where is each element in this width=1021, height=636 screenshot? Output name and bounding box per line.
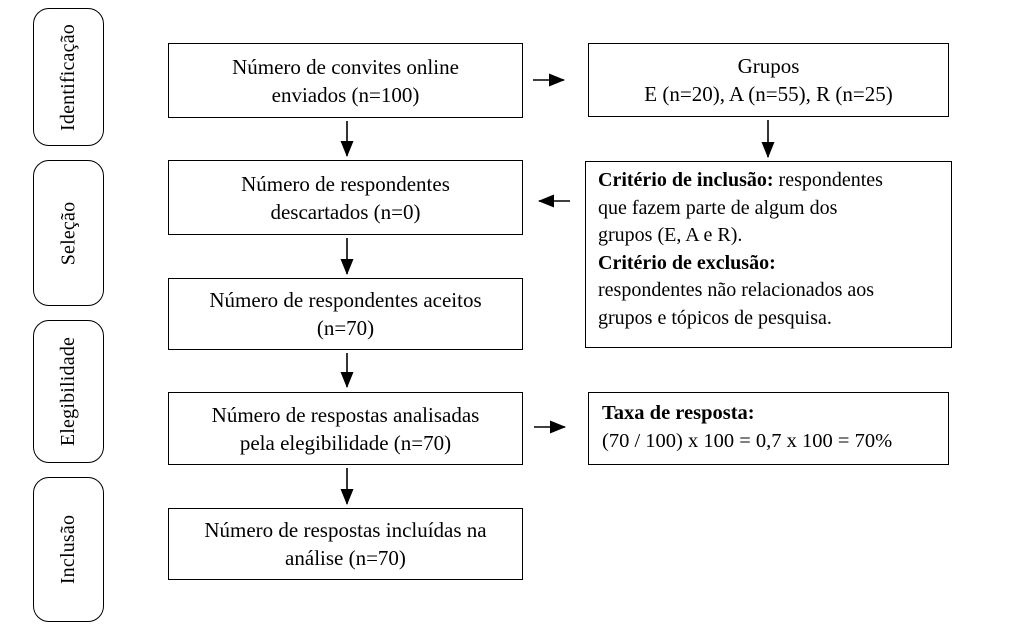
stage-elegibilidade: Elegibilidade [33, 320, 104, 463]
criteria-text: respondentes [773, 169, 883, 191]
flow-box-text: enviados (n=100) [271, 82, 420, 107]
flow-box-text: Número de convites online [232, 54, 459, 79]
flow-box-respondents-discarded: Número de respondentes descartados (n=0) [168, 160, 523, 235]
response-rate-label: Taxa de resposta: [602, 402, 755, 424]
flow-box-text: Número de respondentes [241, 171, 450, 196]
flow-box-text: Número de respostas analisadas [211, 402, 480, 427]
flow-box-text: descartados (n=0) [270, 199, 421, 224]
criteria-text: grupos (E, A e R). [598, 224, 743, 246]
flow-box-respondents-accepted: Número de respondentes aceitos (n=70) [168, 278, 523, 350]
criteria-line: grupos (E, A e R). [598, 222, 943, 250]
flow-box-text: Número de respostas incluídas na [204, 518, 487, 542]
criteria-text: que fazem parte de algum dos [598, 196, 838, 219]
criteria-line: Critério de exclusão: [598, 250, 943, 278]
criteria-line: grupos e tópicos de pesquisa. [598, 305, 943, 333]
criteria-text: respondentes não relacionados aos [598, 279, 875, 301]
stage-label: Inclusão [57, 514, 80, 585]
stage-label: Identificação [57, 23, 80, 131]
criteria-line: que fazem parte de algum dos [598, 195, 943, 223]
flow-box-responses-analyzed: Número de respostas analisadas pela eleg… [168, 392, 523, 465]
criteria-inclusion-label: Critério de inclusão: [598, 169, 774, 191]
flow-box-invites-sent: Número de convites online enviados (n=10… [168, 43, 523, 118]
groups-title: Grupos [737, 54, 800, 78]
criteria-line: Critério de inclusão: respondentes [598, 167, 943, 195]
flow-box-responses-included: Número de respostas incluídas na análise… [168, 508, 523, 580]
stage-label: Elegibilidade [57, 336, 80, 447]
side-box-response-rate: Taxa de resposta: (70 / 100) x 100 = 0,7… [588, 392, 949, 465]
criteria-text: grupos e tópicos de pesquisa. [598, 306, 832, 329]
stage-inclusao: Inclusão [33, 477, 104, 622]
stage-identificacao: Identificação [33, 8, 104, 146]
groups-counts: E (n=20), A (n=55), R (n=25) [644, 82, 893, 106]
flow-box-text: pela elegibilidade (n=70) [239, 430, 452, 455]
criteria-line: respondentes não relacionados aos [598, 277, 943, 305]
response-rate-formula: (70 / 100) x 100 = 0,7 x 100 = 70% [602, 430, 893, 452]
criteria-exclusion-label: Critério de exclusão: [598, 251, 776, 274]
side-box-criteria: Critério de inclusão: respondentes que f… [585, 161, 952, 348]
flow-box-text: Número de respondentes aceitos [209, 288, 482, 312]
flow-box-text: (n=70) [316, 316, 375, 340]
stage-selecao: Seleção [33, 160, 104, 306]
stage-label: Seleção [57, 201, 79, 265]
flow-box-text: análise (n=70) [285, 546, 406, 570]
side-box-groups: Grupos E (n=20), A (n=55), R (n=25) [588, 43, 949, 117]
